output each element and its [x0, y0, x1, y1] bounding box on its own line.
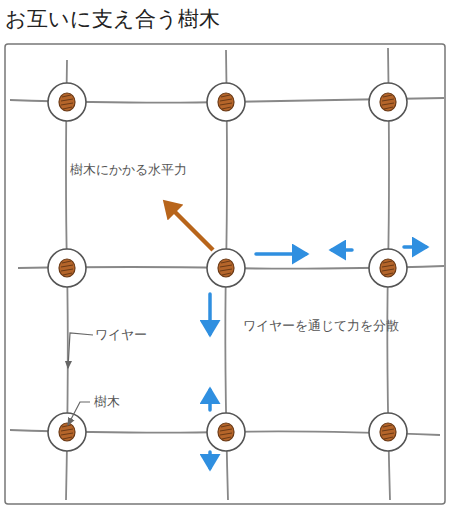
- tree-symbol: [369, 83, 407, 121]
- blue-arrow: [208, 452, 212, 468]
- tree-symbol: [207, 83, 245, 121]
- tree-symbol: [48, 83, 86, 121]
- blue-arrow: [208, 294, 212, 334]
- force-arrow: [166, 203, 213, 250]
- blue-arrow: [256, 252, 306, 256]
- distribution-arrows: [210, 247, 426, 468]
- tree-symbol: [207, 413, 245, 451]
- tree-symbol: [48, 249, 86, 287]
- distribution-note: ワイヤーを通じて力を分散: [243, 318, 399, 334]
- leader-line: [68, 402, 90, 425]
- title: お互いに支え合う樹木: [5, 6, 220, 32]
- tree-symbol: [369, 249, 407, 287]
- blue-arrow: [208, 390, 212, 410]
- wires: [10, 48, 444, 500]
- tree-symbol: [369, 413, 407, 451]
- force-note: 樹木にかかる水平力: [70, 162, 187, 178]
- blue-arrow: [404, 245, 426, 249]
- trees: [48, 83, 407, 451]
- blue-arrow: [332, 248, 352, 252]
- tree-symbol: [48, 413, 86, 451]
- tree-symbol: [207, 249, 245, 287]
- part-name: 樹木: [94, 394, 120, 410]
- part-name: ワイヤー: [95, 327, 147, 343]
- leader-line: [68, 333, 93, 368]
- frame: [5, 44, 445, 504]
